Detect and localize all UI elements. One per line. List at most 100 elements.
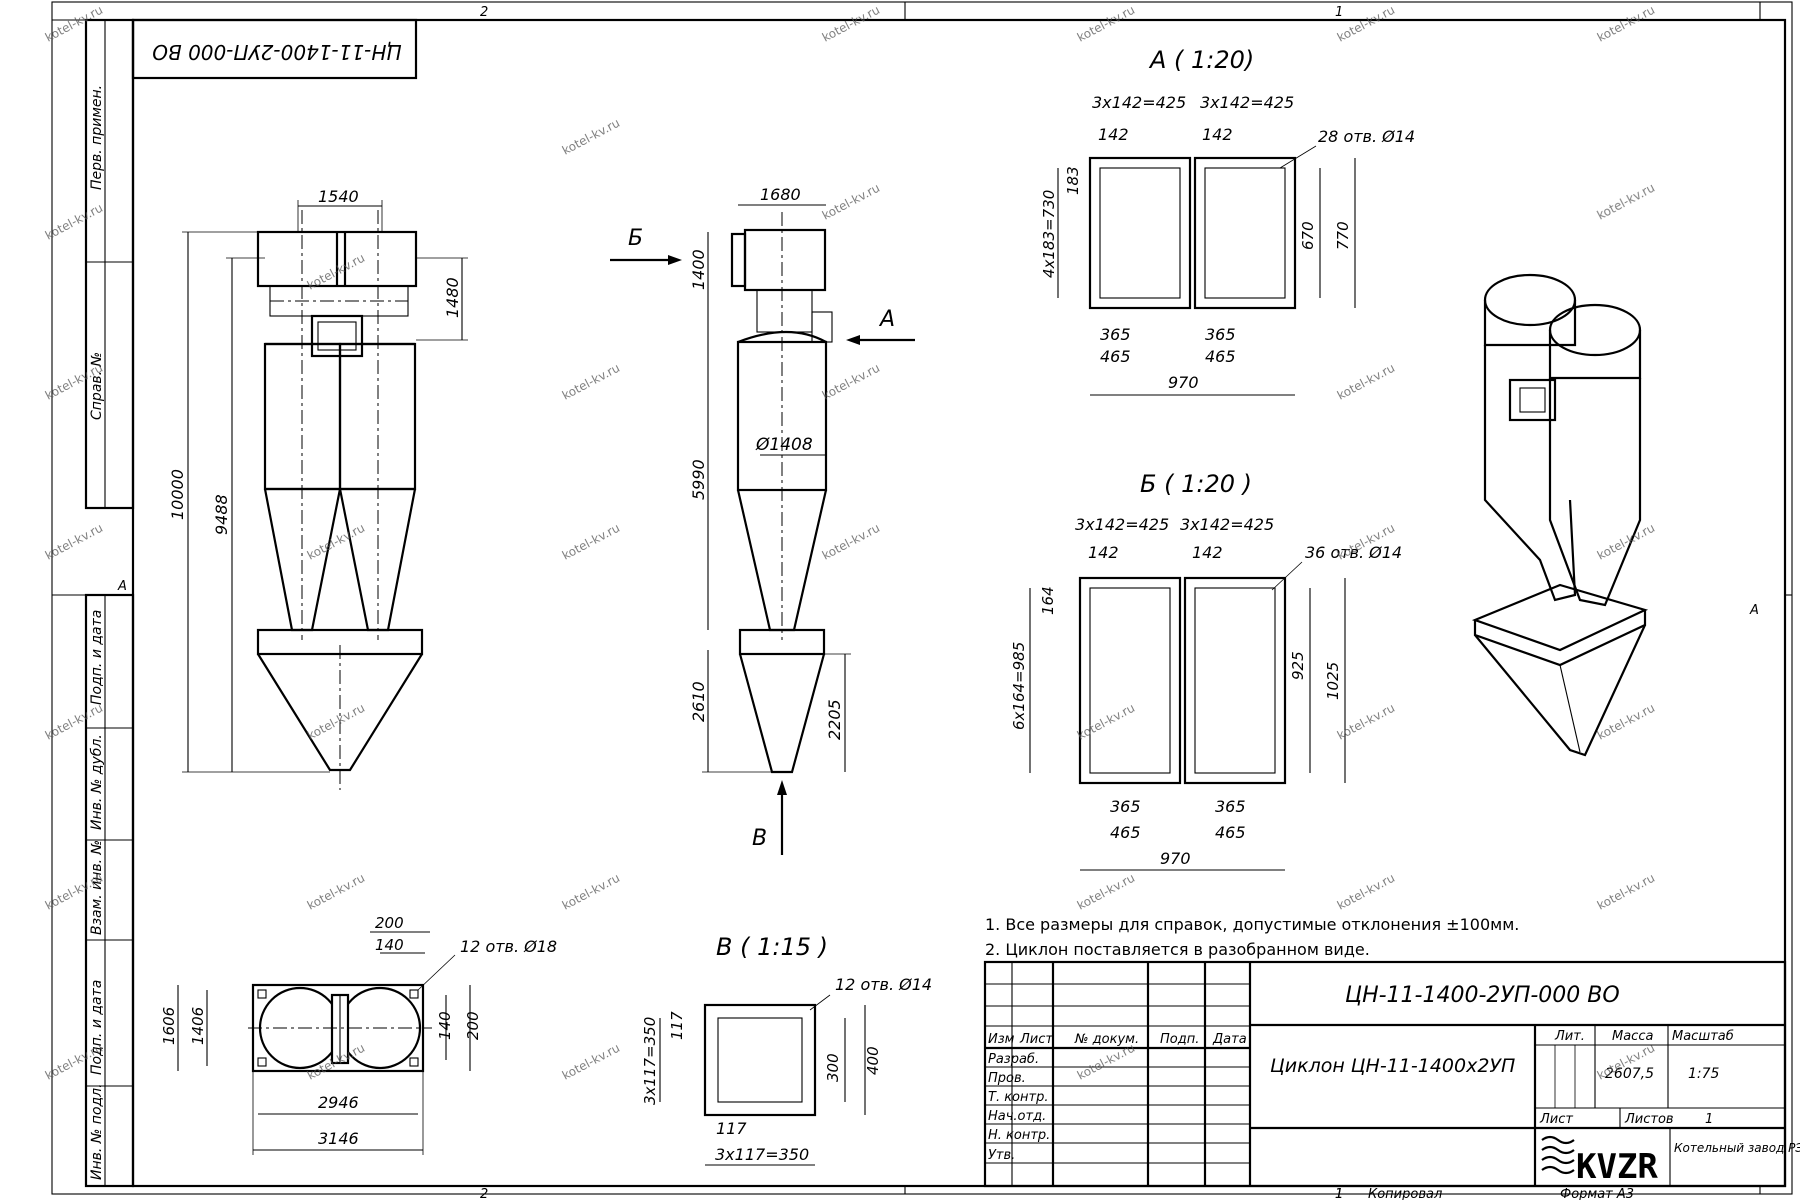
watermark: kotel-kv.ru	[1335, 3, 1397, 45]
tb-scale-label: Масштаб	[1672, 1029, 1734, 1044]
tb-role-n-kontr: Н. контр.	[988, 1128, 1050, 1143]
view-b-dim-164: 164	[1039, 586, 1057, 615]
view-b-dim-365-left: 365	[1110, 797, 1141, 816]
view-b-dim-925: 925	[1289, 651, 1307, 680]
watermark: kotel-kv.ru	[560, 116, 622, 158]
bottom-sheet-no: 1	[1335, 1187, 1343, 1200]
watermark: kotel-kv.ru	[1075, 871, 1137, 913]
plan-dim-1606: 1606	[160, 1007, 178, 1045]
view-v-holes: 12 отв. Ø14	[835, 975, 932, 994]
front-dim-10000: 10000	[168, 469, 187, 520]
stamp-inv-podl: Инв. № подл.	[89, 1083, 105, 1180]
tb-product-name: Циклон ЦН-11-1400х2УП	[1270, 1055, 1515, 1077]
tb-header-list: Лист	[1019, 1032, 1053, 1047]
watermark: kotel-kv.ru	[1595, 871, 1657, 913]
watermark: kotel-kv.ru	[1595, 3, 1657, 45]
tb-role-prov: Пров.	[988, 1071, 1026, 1086]
view-b: Б ( 1:20 ) 3х142=425 3х142=425 142 142 3…	[1010, 470, 1402, 871]
view-v-dim-300: 300	[824, 1053, 842, 1082]
tb-header-data: Дата	[1212, 1032, 1247, 1047]
side-dim-1400: 1400	[689, 249, 708, 290]
tb-sheets-label: Листов	[1624, 1112, 1674, 1127]
view-a-dim-142-right: 142	[1202, 125, 1233, 144]
note-2: 2. Циклон поставляется в разобранном вид…	[985, 940, 1370, 959]
watermark: kotel-kv.ru	[305, 701, 367, 743]
side-arrow-v: В	[752, 826, 767, 851]
view-a-dim-770: 770	[1334, 221, 1352, 250]
tb-drawing-code: ЦН-11-1400-2УП-000 ВО	[1345, 983, 1620, 1008]
view-b-dim-970: 970	[1160, 849, 1191, 868]
stamp-vzam-inv: Взам. инв. №	[89, 840, 105, 935]
company-logo: KVZR	[1541, 1135, 1658, 1187]
view-v-dim-350-bottom: 3х117=350	[715, 1145, 809, 1164]
plan-dim-200-right: 200	[464, 1011, 482, 1040]
view-b-dim-365-right: 365	[1215, 797, 1246, 816]
view-a-dim-730: 4х183=730	[1040, 190, 1058, 278]
drawing-frame: 2 1 2 1 A A	[51, 1, 1793, 1200]
watermark: kotel-kv.ru	[1595, 181, 1657, 223]
watermark: kotel-kv.ru	[560, 521, 622, 563]
zone-label-left-a: A	[117, 579, 127, 594]
tb-role-utv: Утв.	[988, 1148, 1015, 1163]
view-a-dim-365-left: 365	[1100, 325, 1131, 344]
watermark: kotel-kv.ru	[820, 521, 882, 563]
view-v-dim-117-bottom: 117	[716, 1119, 747, 1138]
view-a-dim-425-right: 3х142=425	[1200, 93, 1294, 112]
watermark: kotel-kv.ru	[1335, 701, 1397, 743]
side-dim-2205: 2205	[825, 699, 844, 740]
side-dim-1680: 1680	[760, 185, 801, 204]
tb-scale-value: 1:75	[1688, 1066, 1720, 1082]
view-v-dim-350-left: 3х117=350	[641, 1017, 659, 1105]
tb-lit-label: Лит.	[1554, 1029, 1585, 1044]
tb-role-t-kontr: Т. контр.	[988, 1090, 1048, 1105]
zone-label-bottom-2: 2	[480, 1187, 488, 1200]
watermark: kotel-kv.ru	[1335, 361, 1397, 403]
watermark: kotel-kv.ru	[560, 361, 622, 403]
watermark: kotel-kv.ru	[820, 3, 882, 45]
plan-dim-3146: 3146	[318, 1129, 359, 1148]
plan-dim-140-top: 140	[375, 936, 404, 954]
view-a: A ( 1:20) 3х142=425 3х142=425 142 142 28…	[1040, 46, 1415, 396]
watermark: kotel-kv.ru	[1595, 701, 1657, 743]
stamp-inv-dubl: Инв. № дубл.	[89, 734, 105, 830]
view-b-dim-425-right: 3х142=425	[1180, 515, 1274, 534]
watermark: kotel-kv.ru	[560, 1041, 622, 1083]
view-a-dim-465-left: 465	[1100, 347, 1131, 366]
tb-sheets-value: 1	[1705, 1112, 1713, 1127]
front-dim-1480: 1480	[443, 277, 462, 318]
view-a-dim-365-right: 365	[1205, 325, 1236, 344]
view-a-dim-670: 670	[1299, 221, 1317, 250]
side-stamp: Перв. примен. Справ. № Подп. и дата Инв.…	[84, 18, 135, 1188]
view-b-dim-465-right: 465	[1215, 823, 1246, 842]
tb-mass-label: Масса	[1612, 1029, 1653, 1044]
view-b-dim-142-right: 142	[1192, 543, 1223, 562]
view-b-title: Б ( 1:20 )	[1140, 470, 1252, 498]
front-view: 1540 10000 9488 1480	[168, 187, 468, 790]
stamp-podp-data-1: Подп. и дата	[89, 610, 105, 705]
view-b-dim-142-left: 142	[1088, 543, 1119, 562]
view-v-dim-400: 400	[864, 1046, 882, 1075]
watermark: kotel-kv.ru	[305, 521, 367, 563]
zone-label-top-2: 2	[480, 5, 488, 20]
watermark: kotel-kv.ru	[820, 181, 882, 223]
bottom-copied: Копировал	[1368, 1187, 1442, 1200]
view-b-dim-465-left: 465	[1110, 823, 1141, 842]
rotated-code-box: ЦН-11-1400-2УП-000 ВО	[131, 18, 418, 80]
note-1: 1. Все размеры для справок, допустимые о…	[985, 915, 1519, 934]
view-v-title: В ( 1:15 )	[716, 933, 828, 961]
tb-header-izm: Изм	[988, 1032, 1015, 1047]
tb-mass-value: 2607,5	[1605, 1066, 1654, 1082]
side-arrow-a: A	[878, 307, 895, 332]
view-b-holes: 36 отв. Ø14	[1305, 543, 1402, 562]
side-arrow-b: Б	[628, 226, 643, 251]
front-dim-1540: 1540	[318, 187, 359, 206]
isometric-view	[1471, 273, 1649, 757]
zone-label-top-1: 1	[1335, 5, 1343, 20]
title-block: Изм Лист № докум. Подп. Дата Разраб. Про…	[983, 960, 1800, 1188]
watermark: kotel-kv.ru	[1075, 3, 1137, 45]
tb-role-razrab: Разраб.	[988, 1052, 1039, 1067]
logo-text: KVZR	[1576, 1147, 1658, 1187]
tb-role-nach-otd: Нач.отд.	[988, 1109, 1046, 1124]
zone-label-right-a: A	[1749, 603, 1759, 618]
